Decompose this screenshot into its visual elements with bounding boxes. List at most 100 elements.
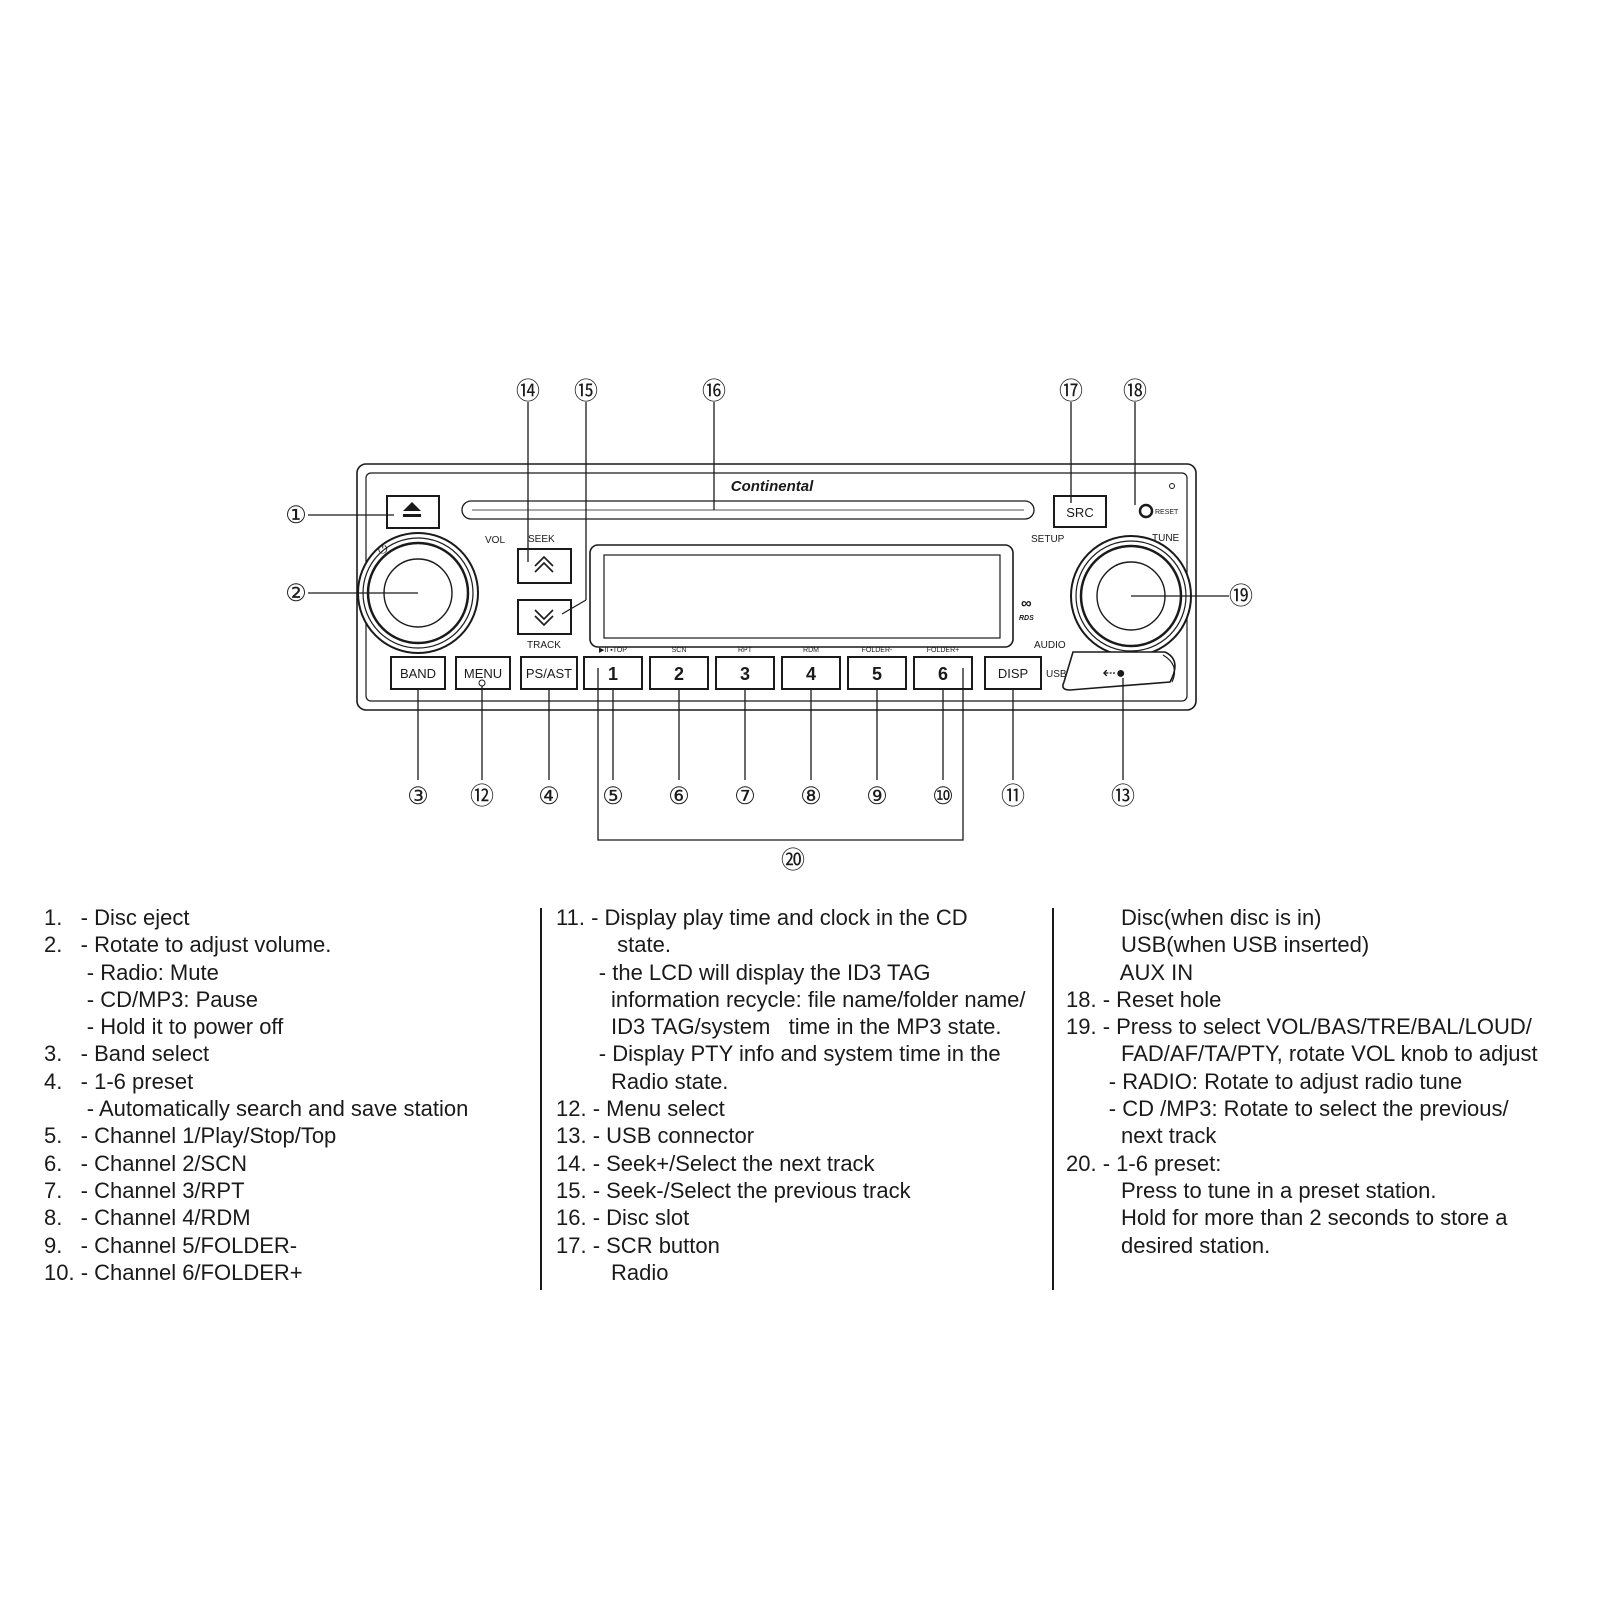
menu-button[interactable] — [455, 656, 511, 690]
src-button[interactable] — [1053, 495, 1107, 528]
legend-line: AUX IN — [1066, 959, 1194, 985]
preset-function-label: RPT — [738, 647, 753, 654]
usb-cover-tab — [1162, 654, 1176, 683]
track-label: TRACK — [527, 640, 561, 651]
seek-down-button[interactable] — [517, 599, 572, 635]
chevron-up-icon-2 — [534, 555, 554, 567]
preset-function-label: FOLDER+ — [927, 647, 959, 654]
legend-line: 2. - Rotate to adjust volume. — [44, 932, 332, 958]
legend-line: 18. - Reset hole — [1066, 986, 1222, 1012]
eject-icon-bar — [403, 514, 421, 517]
preset-function-label: FOLDER- — [862, 647, 893, 654]
legend-line: 17. - SCR button — [556, 1232, 720, 1258]
legend-line: 15. - Seek-/Select the previous track — [556, 1177, 911, 1203]
legend-line: 8. - Channel 4/RDM — [44, 1205, 251, 1231]
eject-icon — [403, 502, 421, 511]
legend-line: Radio — [556, 1259, 669, 1285]
reset-hole[interactable] — [1138, 503, 1154, 519]
mute-power-icon: ⏻ — [378, 542, 388, 556]
legend-line: - the LCD will display the ID3 TAG — [556, 959, 931, 985]
vol-label: VOL — [485, 535, 505, 546]
preset-function-label: ▶II ▪TOP — [599, 647, 627, 654]
legend-line: - Automatically search and save station — [44, 1096, 469, 1122]
callout-number-9: ⑨ — [866, 783, 888, 810]
status-led-icon — [1169, 483, 1175, 489]
callout-number-2: ② — [285, 580, 307, 607]
psast-button-label: PS/AST — [526, 666, 572, 681]
callout-number-18: ⑱ — [1123, 378, 1147, 405]
callout-number-11: ⑪ — [1001, 783, 1025, 810]
disp-button-label: DISP — [998, 666, 1028, 681]
preset-function-label: RDM — [803, 647, 819, 654]
eject-button[interactable] — [386, 495, 440, 529]
legend-line: - CD/MP3: Pause — [44, 986, 258, 1012]
callout-number-17: ⑰ — [1059, 378, 1083, 405]
callout-number-15: ⑮ — [574, 378, 598, 405]
legend-line: state. — [556, 932, 671, 958]
legend-line: - Radio: Mute — [44, 959, 219, 985]
callout-number-6: ⑥ — [668, 783, 690, 810]
reset-label: RESET — [1155, 509, 1179, 516]
legend-column-3: Disc(when disc is in) USB(when USB inser… — [1066, 904, 1538, 1259]
legend-line: 3. - Band select — [44, 1041, 210, 1067]
audio-label: AUDIO — [1034, 640, 1066, 651]
usb-label: USB — [1046, 669, 1067, 680]
callout-number-1: ① — [285, 502, 307, 529]
tune-label: TUNE — [1152, 533, 1180, 544]
chevron-up-icon — [534, 561, 554, 573]
legend-line: desired station. — [1066, 1232, 1271, 1258]
src-button-label: SRC — [1066, 505, 1093, 520]
callout-number-5: ⑤ — [602, 783, 624, 810]
legend-line: 12. - Menu select — [556, 1096, 725, 1122]
legend-line: FAD/AF/TA/PTY, rotate VOL knob to adjust — [1066, 1041, 1538, 1067]
preset-leader-lines — [612, 689, 944, 780]
rds-icon: ∞ — [1021, 595, 1032, 612]
disp-button[interactable] — [984, 656, 1042, 690]
legend-line: 19. - Press to select VOL/BAS/TRE/BAL/LO… — [1066, 1014, 1532, 1040]
lcd-display — [603, 554, 1001, 639]
legend-line: 13. - USB connector — [556, 1123, 755, 1149]
preset-button-number: 4 — [806, 664, 816, 684]
seek-label: SEEK — [528, 534, 555, 545]
preset-button-number: 5 — [872, 664, 882, 684]
preset-button-number: 6 — [938, 664, 948, 684]
preset-button-number: 1 — [608, 664, 618, 684]
legend-line: 9. - Channel 5/FOLDER- — [44, 1232, 298, 1258]
legend-line: 6. - Channel 2/SCN — [44, 1150, 247, 1176]
legend-line: Press to tune in a preset station. — [1066, 1177, 1437, 1203]
legend-line: 4. - 1-6 preset — [44, 1068, 194, 1094]
legend-line: 7. - Channel 3/RPT — [44, 1177, 245, 1203]
chevron-down-icon-2 — [534, 615, 554, 627]
legend-line: Radio state. — [556, 1068, 729, 1094]
legend-line: ID3 TAG/system time in the MP3 state. — [556, 1014, 1002, 1040]
band-button-label: BAND — [400, 666, 436, 681]
psast-button[interactable] — [520, 656, 578, 690]
legend-line: 10. - Channel 6/FOLDER+ — [44, 1259, 303, 1285]
legend-line: 1. - Disc eject — [44, 905, 190, 930]
legend-column-2: 11. - Display play time and clock in the… — [556, 904, 1026, 1286]
leader-lines — [308, 402, 1229, 841]
legend-line: USB(when USB inserted) — [1066, 932, 1370, 958]
callout-number-4: ④ — [538, 783, 560, 810]
seek-up-button[interactable] — [517, 548, 572, 584]
callout-number-7: ⑦ — [734, 783, 756, 810]
legend-line: 5. - Channel 1/Play/Stop/Top — [44, 1123, 337, 1149]
rds-label: RDS — [1019, 615, 1034, 622]
usb-icon: ⇠● — [1102, 665, 1125, 682]
legend-line: 11. - Display play time and clock in the… — [556, 905, 968, 930]
legend-line: 16. - Disc slot — [556, 1205, 690, 1231]
legend-line: - CD /MP3: Rotate to select the previous… — [1066, 1096, 1509, 1122]
legend-line: 14. - Seek+/Select the next track — [556, 1150, 875, 1176]
callout-number-16: ⑯ — [702, 378, 726, 405]
legend-line: next track — [1066, 1123, 1217, 1149]
legend-divider-1 — [540, 908, 542, 1290]
callout-number-13: ⑬ — [1111, 783, 1135, 810]
usb-connector-cover[interactable] — [1062, 651, 1176, 691]
callout-number-20: ⑳ — [781, 847, 805, 874]
callout-number-12: ⑫ — [470, 783, 494, 810]
legend-line: - RADIO: Rotate to adjust radio tune — [1066, 1068, 1463, 1094]
callout-number-3: ③ — [407, 783, 429, 810]
